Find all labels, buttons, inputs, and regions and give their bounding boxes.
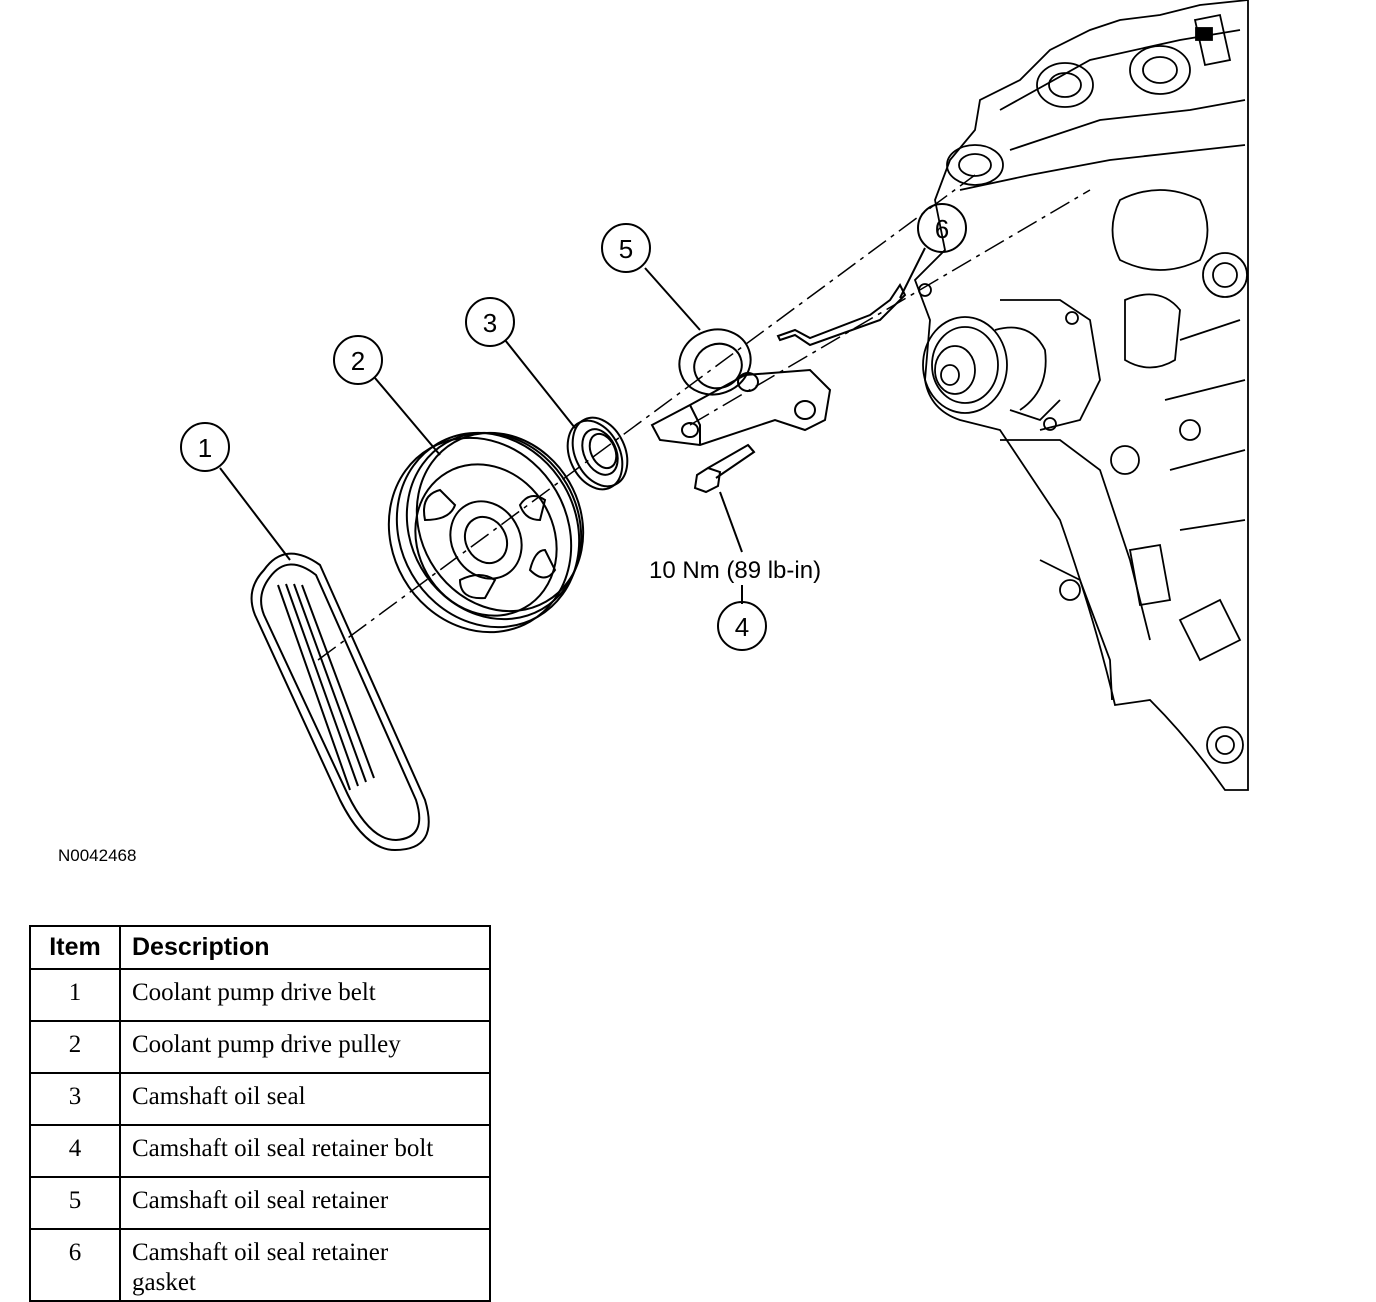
legend-row: 6 Camshaft oil seal retainer gasket [29,1228,491,1302]
callout-circle-1 [180,422,230,472]
exploded-view-diagram: 1 2 3 4 5 6 10 Nm (89 lb-in) [180,0,1249,852]
callout-circle-2 [333,335,383,385]
legend-header-item: Item [29,925,121,970]
drive-pulley [387,431,585,634]
callout-label-6: 6 [935,214,949,244]
drive-belt [250,552,430,852]
legend-row: 1 Coolant pump drive belt [29,968,491,1022]
legend-item-number: 4 [29,1124,121,1178]
figure-id-label: N0042468 [58,846,137,865]
legend-item-description: Coolant pump drive pulley [119,1020,491,1074]
engine-block [913,0,1249,791]
legend-item-number: 2 [29,1020,121,1074]
seal-retainer [650,328,832,447]
legend-item-number: 5 [29,1176,121,1230]
callout-label-5: 5 [619,234,633,264]
legend-table: Item Description 1 Coolant pump drive be… [29,925,491,1302]
coolant-pump-pulley-installed [918,283,1079,431]
legend-item-number: 1 [29,968,121,1022]
retainer-bolt [693,443,756,494]
leader-lines [219,247,926,604]
legend-row: 3 Camshaft oil seal [29,1072,491,1126]
retainer-gasket [776,283,907,347]
legend-item-number: 6 [29,1228,121,1302]
callout-label-1: 1 [198,433,212,463]
legend-item-description: Camshaft oil seal retainer [119,1176,491,1230]
legend-item-description: Camshaft oil seal [119,1072,491,1126]
legend-item-description: Camshaft oil seal retainer gasket [119,1228,491,1302]
legend-row: 5 Camshaft oil seal retainer [29,1176,491,1230]
legend-item-description: Camshaft oil seal retainer bolt [119,1124,491,1178]
legend-header-row: Item Description [29,925,491,970]
callout-circle-5 [601,223,651,273]
oil-seal [566,416,629,491]
legend-row: 2 Coolant pump drive pulley [29,1020,491,1074]
legend-item-number: 3 [29,1072,121,1126]
alignment-centerlines [317,174,1091,661]
callout-circle-4 [717,601,767,651]
callout-label-3: 3 [483,308,497,338]
legend-row: 4 Camshaft oil seal retainer bolt [29,1124,491,1178]
callout-circle-6 [917,203,967,253]
torque-spec-label: 10 Nm (89 lb-in) [649,557,821,584]
legend-header-description: Description [119,925,491,970]
callout-circle-3 [465,297,515,347]
callout-label-2: 2 [351,346,365,376]
legend-item-description: Coolant pump drive belt [119,968,491,1022]
callout-label-4: 4 [735,612,749,642]
